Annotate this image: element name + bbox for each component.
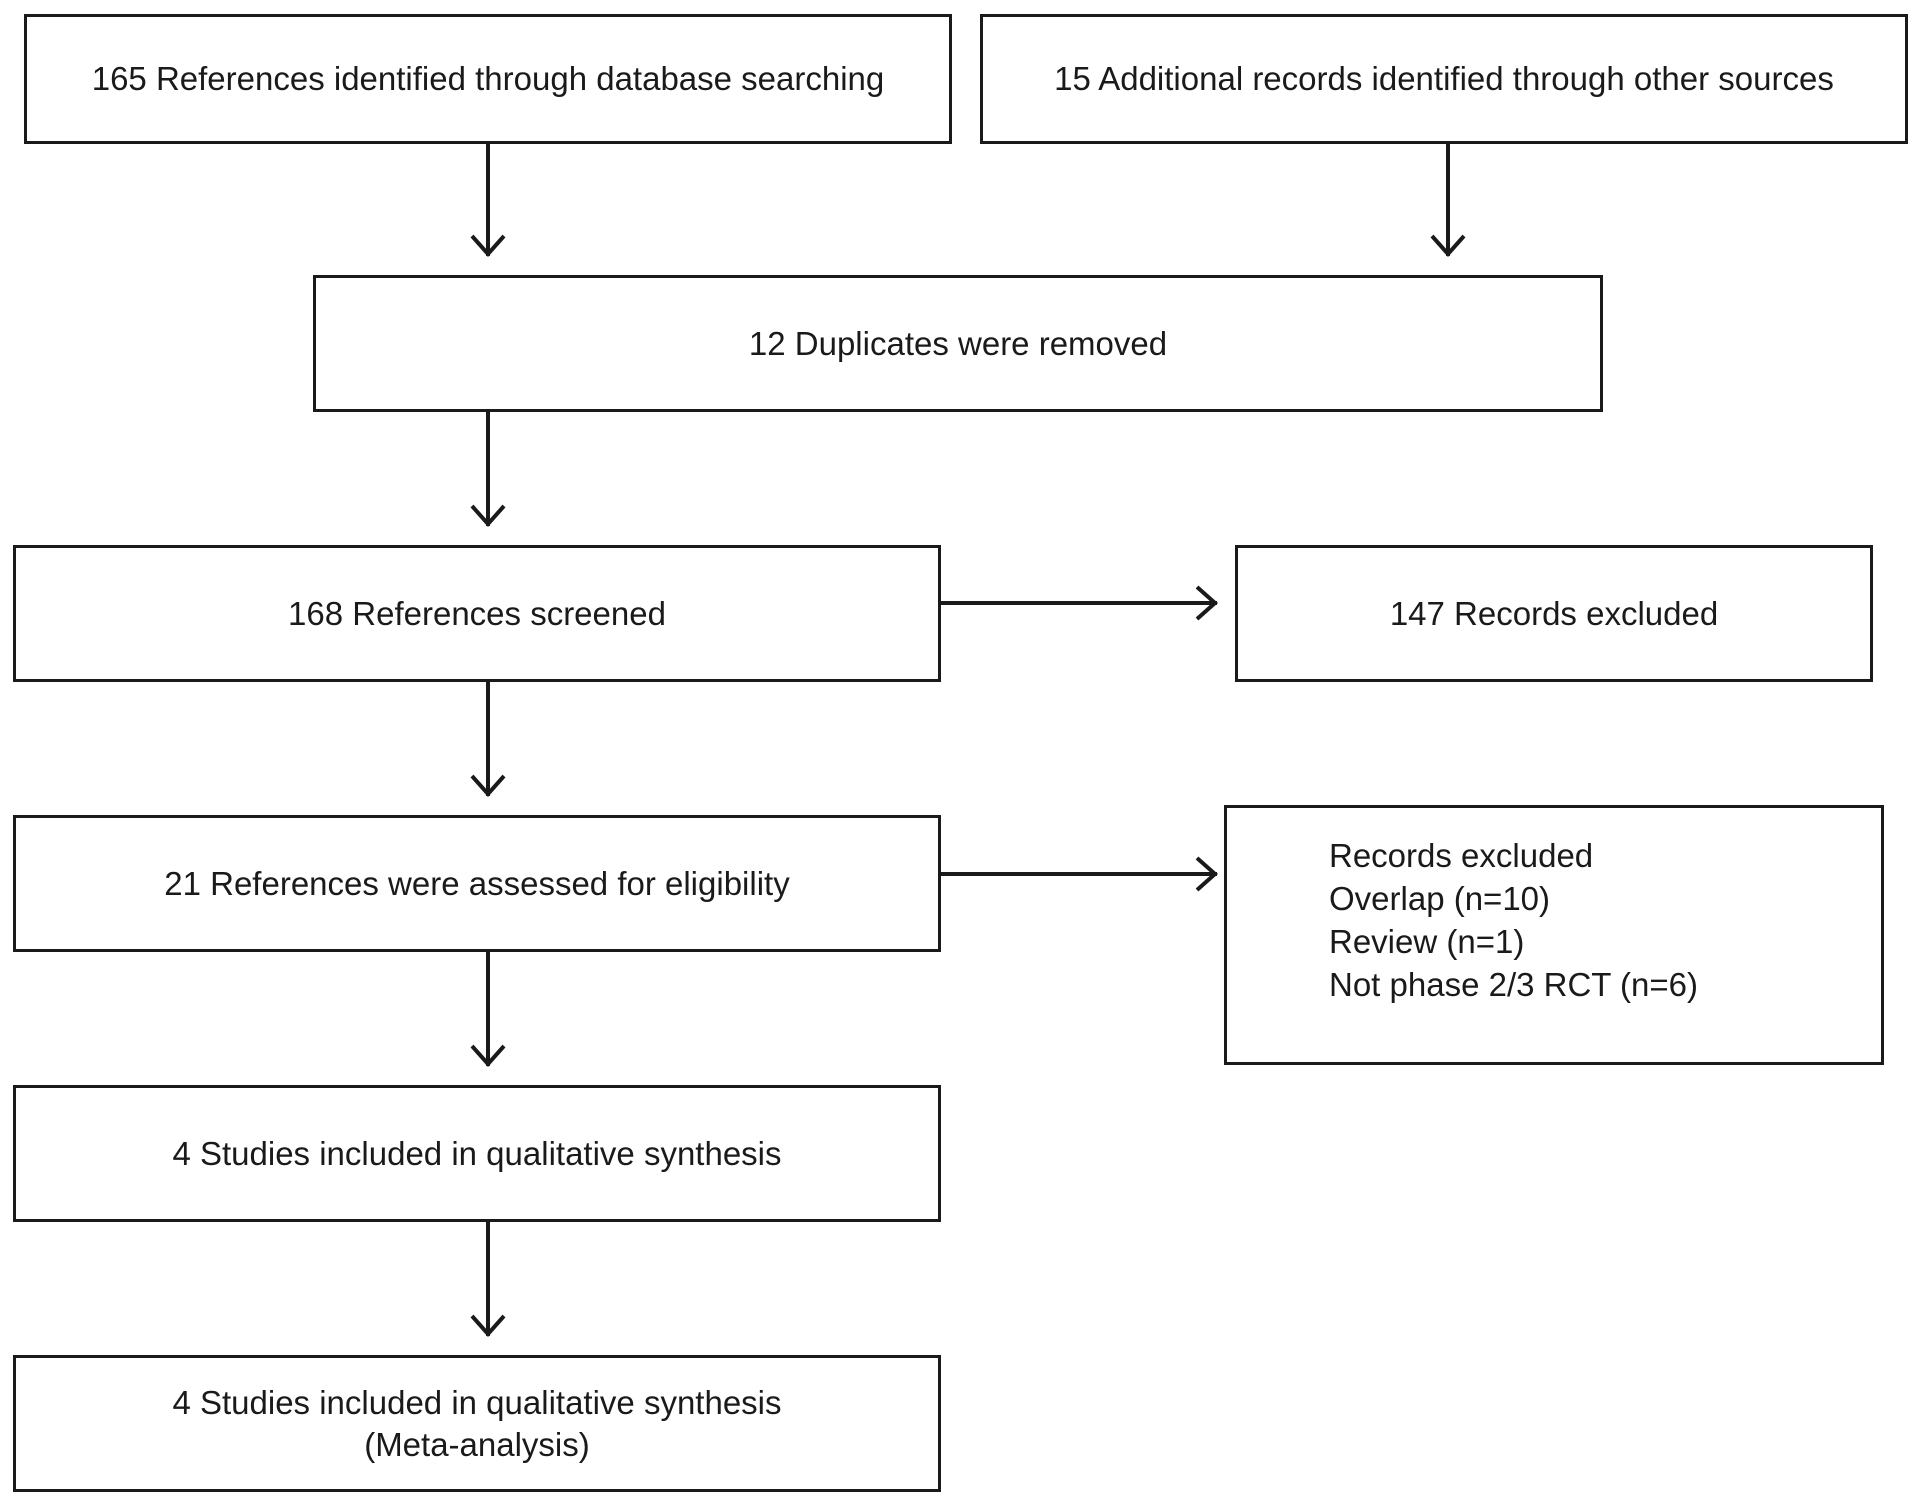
box-other-sources: 15 Additional records identified through… — [980, 14, 1908, 144]
box-database-search-text: 165 References identified through databa… — [91, 60, 885, 98]
exclusion-not-phase-rct: Not phase 2/3 RCT (n=6) — [1329, 965, 1698, 1003]
box-duplicates-removed-text: 12 Duplicates were removed — [748, 324, 1168, 362]
box-eligibility-assessed: 21 References were assessed for eligibil… — [13, 815, 941, 952]
arrow-qualitative-to-meta — [470, 1220, 506, 1338]
box-other-sources-text: 15 Additional records identified through… — [1054, 60, 1834, 98]
exclusion-overlap: Overlap (n=10) — [1329, 880, 1551, 918]
exclusion-heading: Records excluded — [1329, 837, 1594, 875]
box-meta-analysis-line-1: 4 Studies included in qualitative synthe… — [172, 1384, 782, 1422]
arrow-other-to-duplicates — [1430, 142, 1466, 258]
arrow-db-to-duplicates — [470, 142, 506, 258]
box-references-screened-text: 168 References screened — [288, 594, 666, 632]
box-meta-analysis: 4 Studies included in qualitative synthe… — [13, 1355, 941, 1492]
arrow-eligibility-to-excluded — [939, 856, 1219, 892]
arrow-screened-to-eligibility — [470, 680, 506, 798]
box-references-screened: 168 References screened — [13, 545, 941, 682]
box-qualitative-synthesis: 4 Studies included in qualitative synthe… — [13, 1085, 941, 1222]
arrow-eligibility-to-qualitative — [470, 950, 506, 1068]
exclusion-review: Review (n=1) — [1329, 923, 1525, 960]
box-qualitative-synthesis-text: 4 Studies included in qualitative synthe… — [172, 1134, 782, 1172]
box-eligibility-assessed-text: 21 References were assessed for eligibil… — [164, 864, 790, 902]
box-records-excluded-screening: 147 Records excluded — [1235, 545, 1873, 682]
box-records-excluded-screening-text: 147 Records excluded — [1389, 594, 1719, 632]
arrow-screened-to-excluded — [939, 585, 1219, 621]
box-duplicates-removed: 12 Duplicates were removed — [313, 275, 1603, 412]
box-database-search: 165 References identified through databa… — [24, 14, 952, 144]
box-meta-analysis-line-2: (Meta-analysis) — [364, 1425, 590, 1463]
arrow-duplicates-to-screened — [470, 410, 506, 528]
box-records-excluded-eligibility: Records excluded Overlap (n=10) Review (… — [1224, 805, 1884, 1065]
